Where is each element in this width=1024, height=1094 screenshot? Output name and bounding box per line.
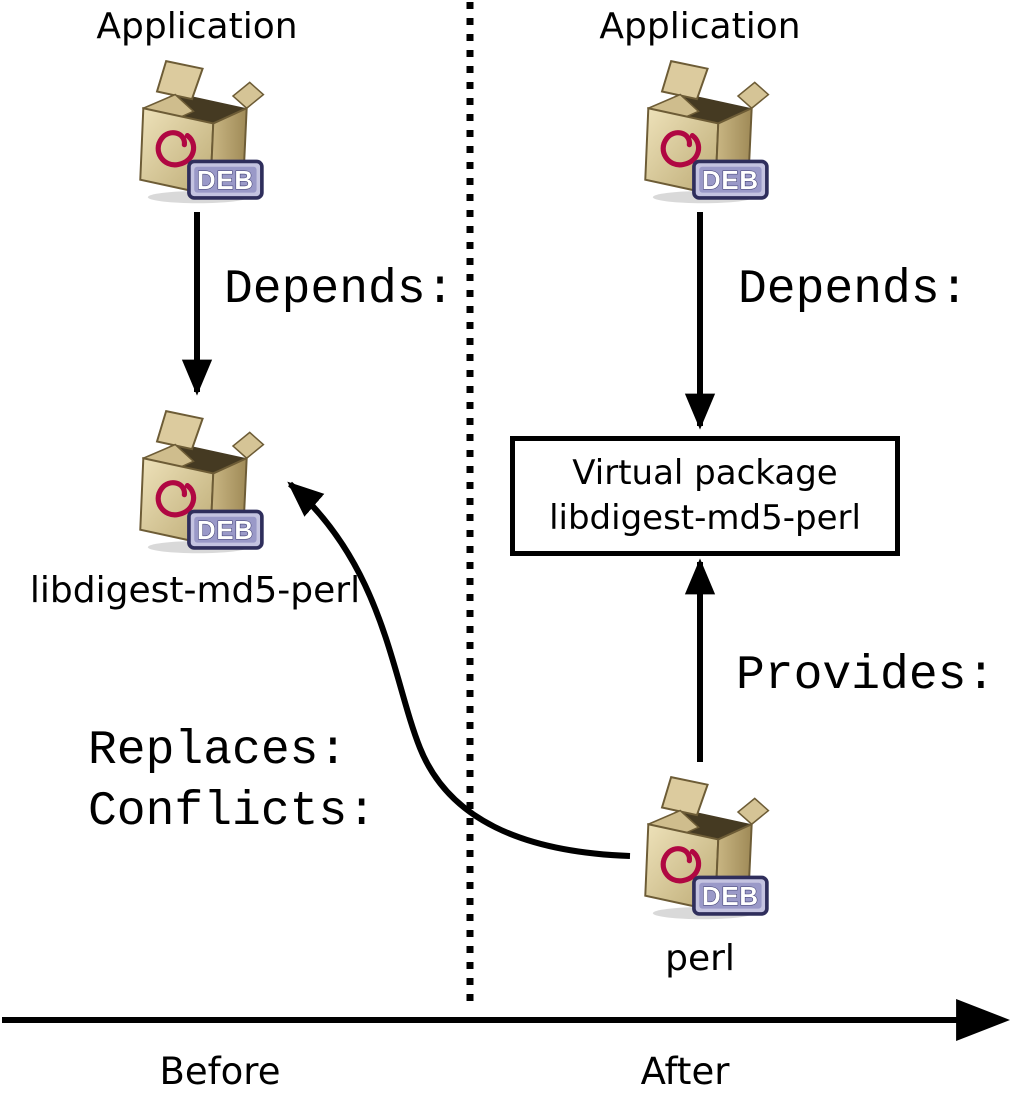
libdigest-package-label: libdigest-md5-perl	[29, 570, 361, 611]
timeline-before-label: Before	[159, 1050, 281, 1093]
libdigest-package-icon	[119, 402, 271, 554]
conflicts-label: Conflicts:	[88, 785, 377, 839]
perl-package-icon	[624, 768, 776, 920]
application-package-icon-before	[119, 52, 271, 204]
depends-label-before: Depends:	[224, 263, 455, 317]
application-package-icon-after	[624, 52, 776, 204]
replaces-label: Replaces:	[88, 724, 348, 778]
timeline-after-label: After	[640, 1050, 730, 1093]
application-label-after: Application	[599, 6, 801, 47]
virtual-package-line2: libdigest-md5-perl	[549, 498, 861, 538]
replaces-conflicts-arrow	[287, 481, 631, 859]
application-label-before: Application	[96, 6, 298, 47]
virtual-package-box: Virtual package libdigest-md5-perl	[510, 436, 900, 556]
provides-label: Provides:	[736, 649, 996, 703]
virtual-package-line1: Virtual package	[572, 453, 838, 493]
depends-label-after: Depends:	[738, 263, 969, 317]
perl-package-label: perl	[665, 938, 735, 979]
